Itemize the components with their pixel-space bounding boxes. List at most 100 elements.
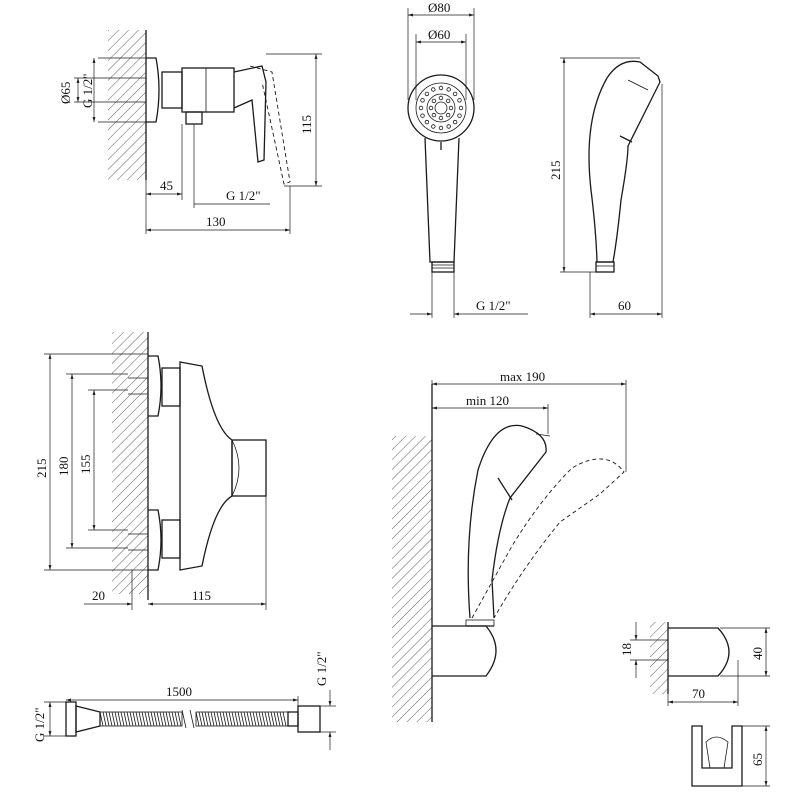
hose-coil-line xyxy=(213,711,218,727)
hose-coil-line xyxy=(162,711,167,727)
hose-coil-line xyxy=(123,711,128,727)
hose-coil-line xyxy=(216,711,221,727)
hose-coil-line xyxy=(108,711,113,727)
shower-profile xyxy=(588,60,661,263)
bottom-eccentric xyxy=(161,519,181,559)
hose-nut-left xyxy=(65,701,77,737)
nozzle-hole xyxy=(420,113,425,118)
bracket-top-view xyxy=(668,627,730,677)
hose-ferrule xyxy=(287,711,299,727)
dim-bottom-height: 65 xyxy=(750,753,765,766)
dim-outer-centers: 180 xyxy=(56,457,71,477)
hose-coil-line xyxy=(111,711,116,727)
hose-coil-line xyxy=(132,711,137,727)
shower-head-outer xyxy=(407,74,475,142)
hose-coil-line xyxy=(219,711,224,727)
hose-cone xyxy=(75,705,101,733)
nozzle-hole xyxy=(445,98,451,104)
nozzle-hole xyxy=(431,124,436,129)
mixer-body xyxy=(179,361,233,571)
dim-length: 70 xyxy=(692,686,705,701)
hose-coil-line xyxy=(117,711,122,727)
dim-height: 115 xyxy=(299,115,314,134)
hose-coil-line xyxy=(126,711,131,727)
hose-coil-line xyxy=(231,711,236,727)
nozzle-hole xyxy=(445,112,451,118)
dim-height: 40 xyxy=(750,647,765,660)
hose-coil-line xyxy=(99,711,104,727)
hose-coil-2 xyxy=(195,711,287,727)
hose: 1500 G 1/2" G 1/2" xyxy=(32,651,336,750)
dim-length: 130 xyxy=(206,214,226,229)
wall-hatch xyxy=(108,30,146,180)
hose-coil-line xyxy=(156,711,161,727)
hose-coil-line xyxy=(159,711,164,727)
hose-coil-line xyxy=(228,711,233,727)
nozzle-hole xyxy=(446,87,451,92)
hose-coil-line xyxy=(225,711,230,727)
nozzle-hole xyxy=(420,98,425,103)
side-thread xyxy=(595,261,615,273)
hose-coil-line xyxy=(270,711,275,727)
nozzle-hole xyxy=(438,85,444,91)
hose-segment-1 xyxy=(99,711,183,727)
mixer-body xyxy=(181,67,235,113)
hose-coil-line xyxy=(177,711,182,727)
dim-depth: 115 xyxy=(192,588,211,603)
holder-assembly: max 190 min 120 xyxy=(392,369,627,722)
hose-coil-line xyxy=(171,711,176,727)
wall-hatch xyxy=(650,622,668,694)
hose-coil-line xyxy=(273,711,278,727)
hose-coil-line xyxy=(255,711,260,727)
wall-bracket-detail: 18 40 70 65 xyxy=(619,622,770,787)
bracket-front-view xyxy=(691,725,743,787)
hose-coil-1 xyxy=(99,711,182,727)
lever-open-position xyxy=(249,65,291,185)
nozzle-hole xyxy=(438,125,444,131)
nozzle-hole xyxy=(428,105,434,111)
hose-coil-line xyxy=(201,711,206,727)
hose-coil-line xyxy=(135,711,140,727)
dim-length: 1500 xyxy=(166,684,192,699)
hose-coil-line xyxy=(198,711,203,727)
nozzle-hole xyxy=(446,124,451,129)
nozzle-hole xyxy=(452,91,458,97)
hose-coil-line xyxy=(174,711,179,727)
hose-coil-line xyxy=(264,711,269,727)
dim-thread-right: G 1/2" xyxy=(314,651,329,686)
nozzle-hole xyxy=(457,113,462,118)
hose-coil-line xyxy=(246,711,251,727)
dim-outer-diameter: Ø80 xyxy=(428,0,450,15)
hose-coil-line xyxy=(165,711,170,727)
hose-coil-line xyxy=(210,711,215,727)
hose-coil-line xyxy=(222,711,227,727)
hose-coil-line xyxy=(240,711,245,727)
mixer-side-view: Ø65 G 1/2" 115 45 G 1/2" 130 xyxy=(58,30,322,234)
nozzle-hole xyxy=(452,119,458,125)
handshower-side-view: 215 60 xyxy=(548,57,663,318)
hose-coil-line xyxy=(237,711,242,727)
dim-max: max 190 xyxy=(500,369,545,384)
wall-hatch xyxy=(112,332,148,594)
dim-diameter: Ø65 xyxy=(58,82,73,104)
wall-flange xyxy=(146,57,160,123)
dim-inner-diameter: Ø60 xyxy=(428,27,450,42)
dim-wall-offset: 20 xyxy=(92,588,105,603)
top-flange xyxy=(148,355,162,417)
hose-coil-line xyxy=(252,711,257,727)
dim-thread-left: G 1/2" xyxy=(80,73,95,108)
thread-connector xyxy=(431,261,455,273)
hose-coil-line xyxy=(249,711,254,727)
hose-coil-line xyxy=(207,711,212,727)
cartridge-cap xyxy=(231,439,267,497)
dim-thread-left: G 1/2" xyxy=(32,707,47,742)
wall-hatch xyxy=(392,436,432,722)
nozzle-hole xyxy=(431,112,437,118)
nozzle-hole xyxy=(458,105,464,111)
hose-coil-line xyxy=(234,711,239,727)
dim-thread: G 1/2" xyxy=(476,298,511,313)
hose-coil-line xyxy=(279,711,284,727)
hose-coil-line xyxy=(204,711,209,727)
hose-coil-line xyxy=(276,711,281,727)
